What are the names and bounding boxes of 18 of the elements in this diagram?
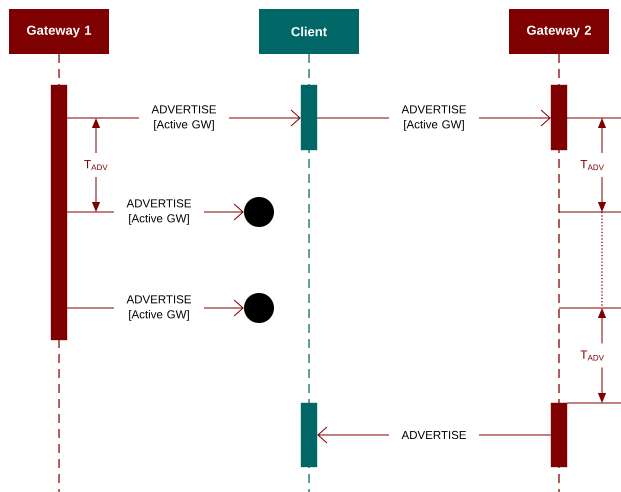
timing-label: T$_{ADV}$: [579, 158, 606, 172]
activation-bar: [300, 84, 318, 150]
activation-bar: [300, 402, 318, 468]
edge-label: ADVERTISE [Active GW]: [114, 294, 204, 322]
edge-label: ADVERTISE [Active GW]: [114, 198, 204, 226]
activation-bar: [550, 84, 568, 150]
participant-box: Gateway 1: [9, 9, 109, 54]
edge-label: ADVERTISE [Active GW]: [139, 104, 229, 132]
filled-circle: [244, 293, 274, 323]
edge-label: ADVERTISE: [389, 430, 479, 440]
activation-bar: [50, 84, 68, 340]
edge-label: ADVERTISE [Active GW]: [389, 104, 479, 132]
participant-box: Gateway 2: [509, 9, 609, 54]
timing-label: T$_{ADV}$: [579, 349, 606, 362]
timing-label: T$_{ADV}$: [82, 158, 110, 172]
participant-box: Client: [259, 9, 359, 54]
activation-bar: [550, 402, 568, 468]
filled-circle: [244, 197, 274, 227]
